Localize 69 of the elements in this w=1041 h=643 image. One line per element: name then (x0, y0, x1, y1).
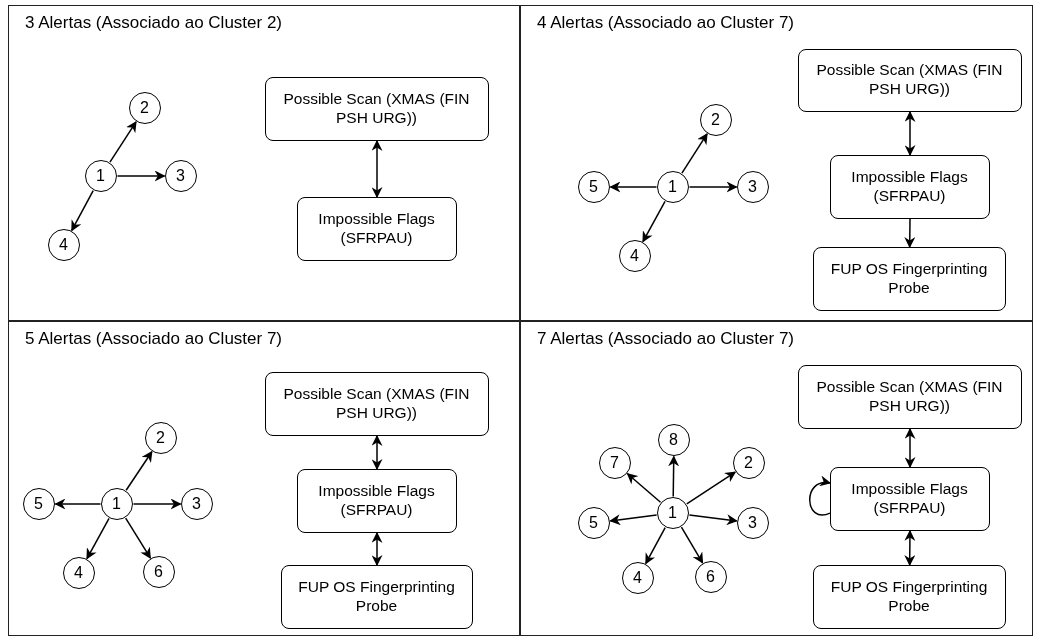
arrow (116, 170, 166, 182)
node-circle: 8 (657, 423, 690, 456)
panel-frame (8, 321, 520, 636)
arrow (904, 529, 916, 567)
node-circle: 1 (84, 159, 117, 192)
alert-box: Possible Scan (XMAS (FIN PSH URG)) (264, 371, 489, 436)
arrow (688, 514, 738, 526)
arrow (645, 526, 666, 565)
node-circle: 4 (618, 239, 651, 272)
node-circle: 6 (694, 560, 727, 593)
node-circle: 4 (62, 556, 95, 589)
node-circle: 4 (621, 561, 654, 594)
node-circle: 5 (577, 506, 610, 539)
panel-frame (520, 321, 1033, 636)
arrow (904, 110, 916, 157)
arrow (371, 434, 383, 471)
arrow (371, 139, 383, 199)
arrow (71, 189, 94, 232)
arrow (904, 218, 916, 249)
node-circle: 3 (736, 170, 769, 203)
node-circle: 2 (699, 103, 732, 136)
alert-box: Impossible Flags (SFRPAU) (296, 196, 457, 261)
node-circle: 5 (22, 487, 55, 520)
node-circle: 6 (142, 555, 175, 588)
panel-frame (8, 5, 520, 321)
node-circle: 1 (100, 487, 133, 520)
arrow (642, 200, 666, 243)
node-circle: 4 (47, 228, 80, 261)
node-circle: 1 (656, 170, 689, 203)
alert-box: Possible Scan (XMAS (FIN PSH URG)) (797, 364, 1022, 429)
arrow (609, 514, 658, 526)
arrow (371, 531, 383, 567)
arrow (109, 120, 137, 163)
node-circle: 3 (736, 506, 769, 539)
node-circle: 1 (656, 496, 689, 529)
arrow (626, 473, 662, 503)
alert-box: FUP OS Fingerprinting Probe (280, 564, 473, 629)
arrow (124, 517, 152, 559)
node-circle: 3 (164, 159, 197, 192)
node-circle: 2 (128, 91, 161, 124)
arrow (609, 181, 658, 193)
arrow (688, 181, 738, 193)
arrow (681, 132, 708, 174)
panel-title: 3 Alertas (Associado ao Cluster 2) (25, 13, 282, 33)
node-circle: 5 (577, 170, 610, 203)
node-circle: 3 (180, 487, 213, 520)
alert-box: Impossible Flags (SFRPAU) (829, 154, 990, 219)
arrow (86, 517, 110, 560)
alert-box: Impossible Flags (SFRPAU) (296, 468, 457, 533)
panel-frame (520, 5, 1033, 321)
alert-box: FUP OS Fingerprinting Probe (812, 564, 1006, 629)
alert-box: Possible Scan (XMAS (FIN PSH URG)) (797, 48, 1022, 112)
alert-box: FUP OS Fingerprinting Probe (812, 246, 1006, 311)
node-circle: 2 (732, 446, 765, 479)
arrow (125, 450, 153, 491)
arrow (680, 526, 704, 564)
node-circle: 7 (598, 446, 631, 479)
arrow (668, 455, 680, 498)
arrow (686, 471, 737, 505)
arrow (904, 427, 916, 469)
arrow (54, 498, 102, 510)
arrow (132, 498, 182, 510)
panel-title: 7 Alertas (Associado ao Cluster 7) (537, 329, 794, 349)
arrow (809, 476, 832, 516)
node-circle: 2 (144, 421, 177, 454)
panel-title: 5 Alertas (Associado ao Cluster 7) (25, 329, 282, 349)
alert-box: Impossible Flags (SFRPAU) (829, 466, 990, 531)
alert-box: Possible Scan (XMAS (FIN PSH URG)) (264, 76, 489, 141)
panel-title: 4 Alertas (Associado ao Cluster 7) (537, 13, 794, 33)
